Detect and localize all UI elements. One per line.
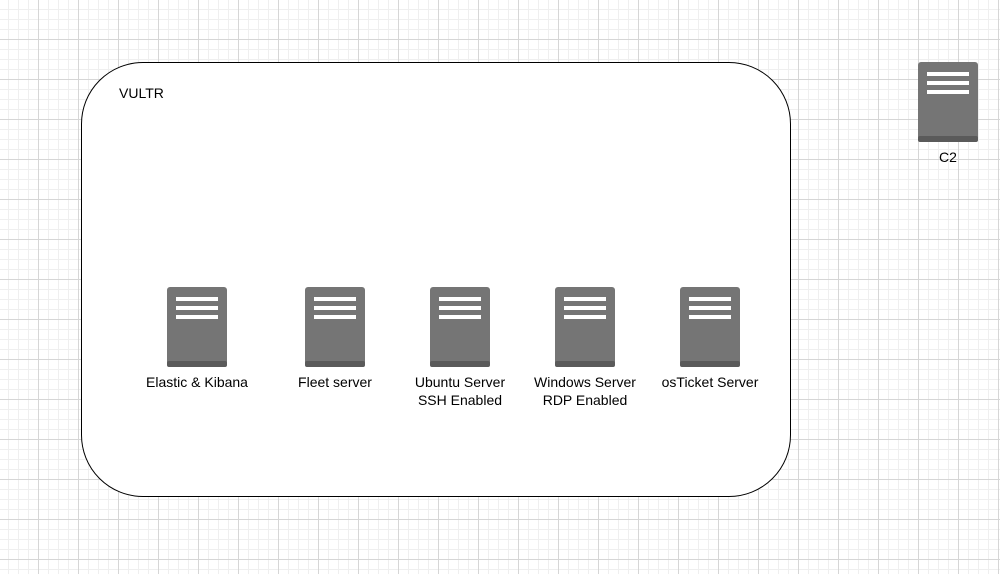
server-sublabel: RDP Enabled <box>542 392 628 408</box>
server-icon <box>430 287 490 367</box>
server-label: Ubuntu Server <box>414 374 506 390</box>
server-label: osTicket Server <box>661 374 759 390</box>
server-label: Windows Server <box>534 374 636 390</box>
server-icon <box>305 287 365 367</box>
server-node-ubuntu[interactable]: Ubuntu Server SSH Enabled <box>380 287 540 409</box>
server-icon <box>918 62 978 142</box>
server-sublabel: SSH Enabled <box>417 392 503 408</box>
server-icon <box>167 287 227 367</box>
server-node-c2[interactable]: C2 <box>868 62 1000 166</box>
server-icon <box>680 287 740 367</box>
vultr-cloud-boundary[interactable] <box>81 62 791 497</box>
server-label: Fleet server <box>298 374 372 390</box>
server-icon <box>555 287 615 367</box>
server-node-fleet[interactable]: Fleet server <box>255 287 415 391</box>
server-node-elastic-kibana[interactable]: Elastic & Kibana <box>117 287 277 391</box>
vultr-cloud-label: VULTR <box>119 85 164 101</box>
server-node-osticket[interactable]: osTicket Server <box>630 287 790 391</box>
server-label: Elastic & Kibana <box>146 374 248 390</box>
server-label: C2 <box>939 149 957 165</box>
server-node-windows[interactable]: Windows Server RDP Enabled <box>505 287 665 409</box>
